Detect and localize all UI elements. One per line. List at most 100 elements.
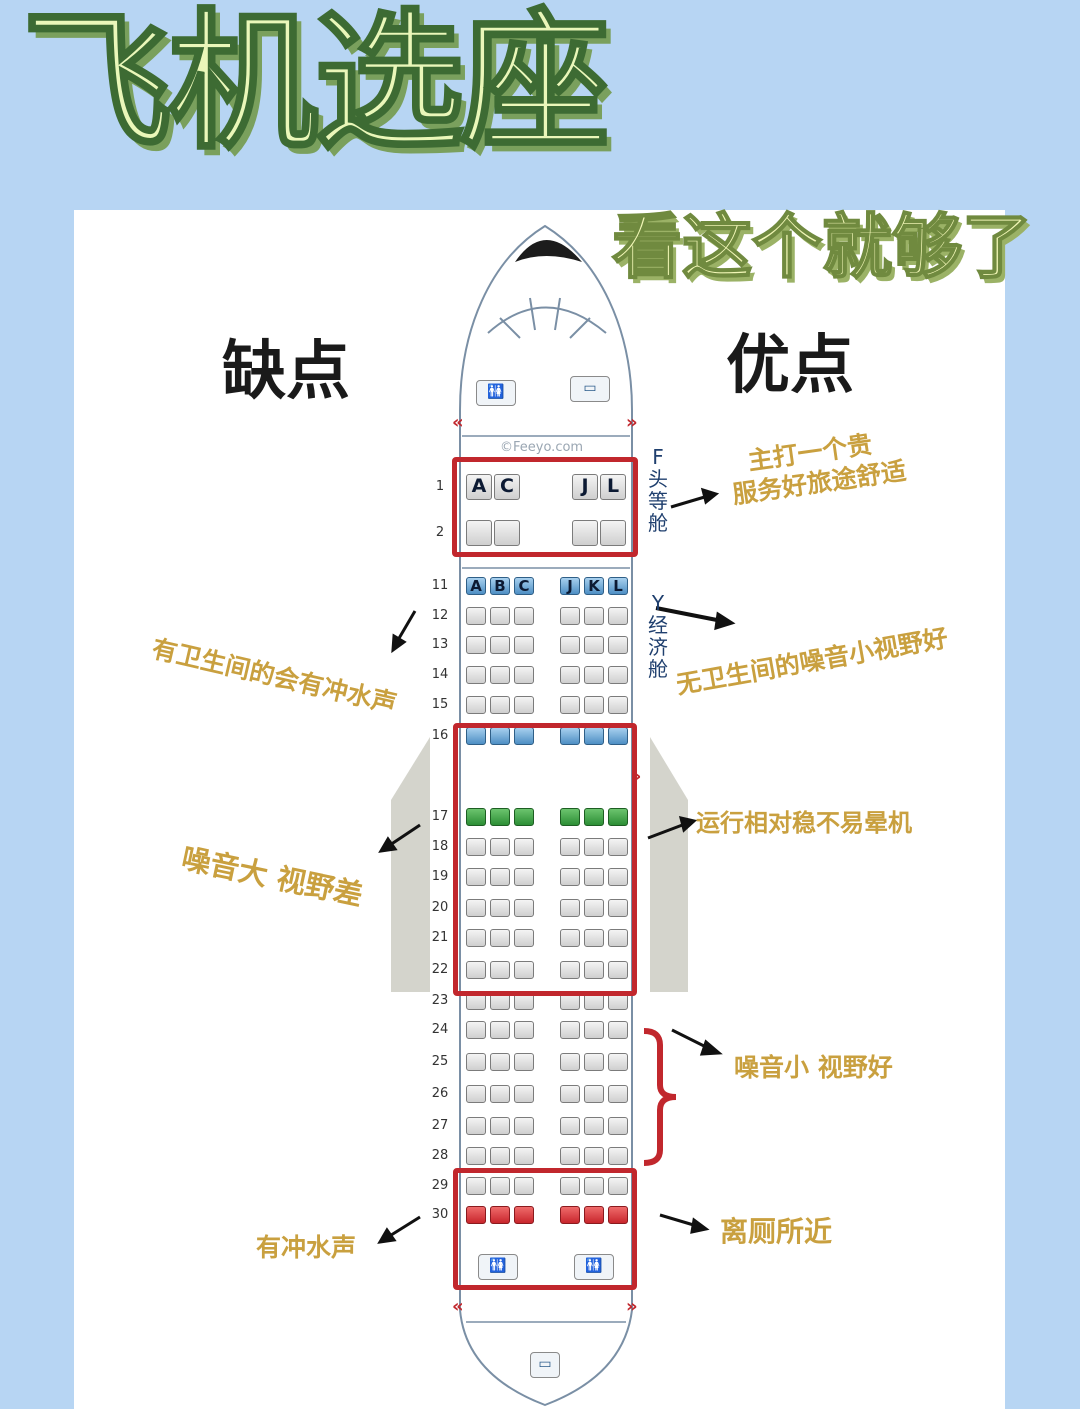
seat: [490, 868, 510, 886]
seat: [608, 1053, 628, 1071]
seat: [466, 808, 486, 826]
first-class-highlight: [452, 457, 638, 557]
seat: [608, 1206, 628, 1224]
seat: [560, 899, 580, 917]
arrow-icon: [377, 487, 736, 1244]
seat: [490, 1021, 510, 1039]
seat: [466, 1147, 486, 1165]
seat: [514, 1021, 534, 1039]
seat: [514, 929, 534, 947]
seat: A: [466, 474, 492, 500]
row-number: 25: [431, 1054, 449, 1069]
seat: [514, 868, 534, 886]
exit-chevron-icon: »: [626, 1296, 638, 1317]
row-number: 22: [431, 962, 449, 977]
seat: [490, 636, 510, 654]
seat: [560, 1053, 580, 1071]
cons-heading: 缺点: [222, 335, 350, 409]
seat: [584, 1021, 604, 1039]
seat: [560, 607, 580, 625]
seat: [490, 607, 510, 625]
seat-letter: A: [470, 577, 482, 595]
seat: [514, 666, 534, 684]
seat: [466, 1206, 486, 1224]
seat: [584, 838, 604, 856]
seat: [490, 899, 510, 917]
row-number: 30: [431, 1207, 449, 1222]
seat: [572, 520, 598, 546]
seat: [608, 929, 628, 947]
seat: [514, 636, 534, 654]
seat: [466, 696, 486, 714]
row-number: 18: [431, 839, 449, 854]
row-number: 24: [431, 1022, 449, 1037]
cabin-code: F: [652, 445, 664, 469]
seat: [466, 520, 492, 546]
seat: [584, 607, 604, 625]
seat: [560, 1117, 580, 1135]
row-number: 14: [431, 667, 449, 682]
row-number: 15: [431, 697, 449, 712]
seat: K: [584, 577, 604, 595]
row-number: 29: [431, 1178, 449, 1193]
seat-letter: J: [567, 577, 573, 595]
seat: [466, 636, 486, 654]
seat: [514, 808, 534, 826]
seat: L: [600, 474, 626, 500]
lavatory-icon: 🚻: [476, 380, 516, 406]
row-number: 1: [435, 479, 445, 494]
seat: [466, 1117, 486, 1135]
seat-letter: B: [494, 577, 506, 595]
seat: [584, 961, 604, 979]
seat: [490, 929, 510, 947]
seat: [608, 666, 628, 684]
seat: [490, 1147, 510, 1165]
seat: [514, 899, 534, 917]
seat: [514, 961, 534, 979]
seat: [560, 666, 580, 684]
seat-letter: C: [518, 577, 530, 595]
row-number: 13: [431, 637, 449, 652]
page-title: 飞机选座: [20, 0, 611, 170]
row-number: 20: [431, 900, 449, 915]
seat: [514, 1177, 534, 1195]
rear-pro-annotation: 离厕所近: [720, 1215, 833, 1248]
seat: [560, 696, 580, 714]
row-number: 19: [431, 869, 449, 884]
cabin-name: 头等舱: [648, 467, 668, 535]
seat-letter: A: [471, 475, 487, 497]
seat: [560, 961, 580, 979]
seat: [560, 929, 580, 947]
seat: [514, 1053, 534, 1071]
right-wing: [650, 737, 688, 992]
seat: [466, 961, 486, 979]
seat: [584, 1177, 604, 1195]
seat: [466, 929, 486, 947]
page-subtitle: 看这个就够了: [611, 206, 1033, 288]
seat: [514, 838, 534, 856]
cabin-code: Y: [651, 591, 665, 615]
lavatory-icon: 🚻: [574, 1254, 614, 1280]
seat: [490, 808, 510, 826]
seat: [600, 520, 626, 546]
seat: [490, 1053, 510, 1071]
seat: [490, 838, 510, 856]
row-number: 21: [431, 930, 449, 945]
seat: [608, 636, 628, 654]
seat: [560, 1206, 580, 1224]
seat: [584, 696, 604, 714]
seat: [466, 666, 486, 684]
pros-heading: 优点: [726, 329, 854, 403]
seat: C: [514, 577, 534, 595]
rear-con-annotation: 有冲水声: [256, 1233, 357, 1262]
mid-rear-pro-annotation: 噪音小 视野好: [734, 1053, 893, 1082]
seat: [560, 1147, 580, 1165]
seat: B: [490, 577, 510, 595]
row-number: 28: [431, 1148, 449, 1163]
seat: [608, 1085, 628, 1103]
seat: L: [608, 577, 628, 595]
seat: [490, 1206, 510, 1224]
seat: J: [560, 577, 580, 595]
seat: C: [494, 474, 520, 500]
